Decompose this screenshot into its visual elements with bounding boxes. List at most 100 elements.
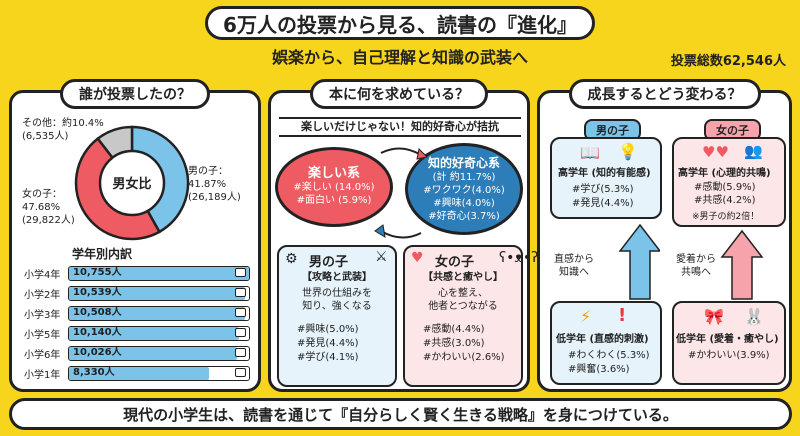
fun-tag-1: #楽しい (14.0%) [293,182,375,193]
grade-row: 小学3年 10,508人 [24,305,250,322]
book-icon: 📖 [580,143,600,162]
girl-growth-arrow-icon [720,229,764,300]
page-subtitle: 娯楽から、自己理解と知識の武装へ [271,48,528,67]
girl-high-tag-1: #感動(5.9%) [694,182,756,193]
book-icon [235,348,246,357]
girl-count: (29,822人) [22,215,75,226]
panel-growth: 成長するとどう変わる？ 男の子 女の子 📖 💡 高学年 (知的有能感) #学び(… [537,79,792,392]
grade-bar-track: 10,508人 [68,306,250,321]
panel-voters: 誰が投票したの？ 男女比 その他：約10.4% (6,535人) 男の子： 41… [9,79,261,392]
gender-donut-chart: 男女比 [74,125,190,241]
grade-value: 8,330人 [73,367,115,378]
girl-purpose-tag-3: #かわいい(2.6%) [423,352,505,363]
boy-purpose-sub: 【攻略と武装】 [302,272,372,283]
girl-high-tag-2: #共感(4.2%) [694,195,756,206]
book-icon [235,368,246,377]
cycle-arrows-icon [374,147,429,239]
panel-growth-title: 成長するとどう変わる？ [568,79,761,109]
grade-bar-fill [69,267,249,280]
boy-low-tag-1: #わくわく(5.3%) [568,350,650,361]
boy-purpose-desc-1: 世界の仕組みを [302,288,372,299]
boy-arrow-label: 直感から 知識へ [554,253,594,279]
boy-purpose-tag-1: #興味(5.0%) [297,324,359,335]
grade-bar-fill [69,327,239,340]
lightbulb-icon: 💡 [618,142,638,161]
boy-low-title: 低学年 (直感的刺激) [556,334,649,345]
grade-value: 10,508人 [73,307,122,318]
footer-text: 現代の小学生は、読書を通じて『自分らしく賢く生きる戦略』を身につけている。 [123,405,678,424]
grade-row: 小学6年 10,026人 [24,345,250,362]
grade-bar-track: 10,140人 [68,326,250,341]
curious-tag-1: #ワクワク(4.0%) [423,185,505,196]
boy-high-tag-2: #発見(4.4%) [572,198,634,209]
heart-icon: ♥ [411,250,424,266]
gear-icon: ⚙ [285,251,298,267]
grade-value: 10,026人 [73,347,122,358]
grade-value: 10,539人 [73,287,122,298]
girl-purpose-desc-2: 他者とつながる [428,301,498,312]
panel-purpose: 本に何を求めている？ 楽しいだけじゃない！知的好奇心が拮抗 楽しい系 #楽しい … [268,79,538,392]
curious-sub: (計 約11.7%) [432,172,496,183]
boy-low-card: ⚡ ! 低学年 (直感的刺激) #わくわく(5.3%) #興奮(3.6%) [550,301,662,385]
grade-label: 小学6年 [24,350,61,361]
boy-purpose-tag-2: #発見(4.4%) [297,338,359,349]
other-label: その他：約10.4% (6,535人) [22,117,104,143]
purpose-banner: 楽しいだけじゃない！知的好奇心が拮抗 [279,117,521,137]
boy-arrow-label-1: 直感から [554,254,594,265]
boy-high-card: 📖 💡 高学年 (知的有能感) #学び(5.3%) #発見(4.4%) [550,137,662,219]
boy-label: 男の子： 41.87% (26,189人) [188,165,241,204]
grade-title: 学年別内訳 [72,247,133,261]
boy-purpose-tag-3: #学び(4.1%) [297,352,359,363]
teddy-bear-icon: ʕ•ᴥ•ʔ [499,250,539,266]
curious-tag-3: #好奇心(3.7%) [428,211,500,222]
bunny-icon: 🐰 [744,307,764,326]
donut-center-label: 男女比 [112,176,151,192]
hearts-icon: ♥♥ [702,143,729,161]
other-count: (6,535人) [22,131,69,142]
girl-arrow-label: 愛着から 共鳴へ [676,253,716,279]
grade-label: 小学5年 [24,330,61,341]
grade-label: 小学1年 [24,370,61,381]
other-pct: その他：約10.4% [22,118,104,129]
boy-high-tag-1: #学び(5.3%) [572,184,634,195]
curious-title: 知的好奇心系 [427,156,500,170]
panel-purpose-title: 本に何を求めている？ [310,79,488,109]
grade-row: 小学5年 10,140人 [24,325,250,342]
grade-value: 10,755人 [73,267,122,278]
fun-title: 楽しい系 [307,166,360,181]
boy-count: (26,189人) [188,192,241,203]
people-icon: 👥 [744,142,763,160]
girl-purpose-card: ♥ 女の子 ʕ•ᴥ•ʔ 【共感と癒やし】 心を整え、 他者とつながる #感動(4… [403,245,538,387]
grade-label: 小学3年 [24,310,61,321]
grade-bar-track: 10,539人 [68,286,250,301]
girl-high-title: 高学年 (心理的共鳴) [678,168,771,179]
fun-bubble: 楽しい系 #楽しい (14.0%) #面白い (5.9%) [275,147,393,227]
boy-high-title: 高学年 (知的有能感) [558,168,651,179]
grade-bar-track: 8,330人 [68,366,250,381]
boy-pct: 41.87% [188,179,227,190]
boy-growth-arrow-icon [618,223,660,300]
exclamation-icon: ! [618,305,627,326]
grade-bar-fill [69,287,246,300]
boy-purpose-title: 男の子 [309,255,349,270]
page-title-text: 6万人の投票から見る、読書の『進化』 [223,12,577,37]
girl-arrow-label-1: 愛着から [676,254,716,265]
girl-purpose-tag-1: #感動(4.4%) [423,324,485,335]
page-title: 6万人の投票から見る、読書の『進化』 [205,6,595,40]
girl-purpose-desc-1: 心を整え、 [438,288,488,299]
book-icon [235,328,246,337]
girl-purpose-title: 女の子 [435,255,475,270]
grade-bar-fill [69,347,237,360]
grade-label: 小学2年 [24,290,61,301]
grade-bar-fill [69,307,245,320]
boy-purpose-card: ⚙ 男の子 ⚔ 【攻略と武装】 世界の仕組みを 知り、強くなる #興味(5.0%… [277,245,397,387]
boy-low-tag-2: #興奮(3.6%) [568,364,630,375]
girl-low-tag-1: #かわいい(3.9%) [688,350,770,361]
boy-purpose-desc-2: 知り、強くなる [302,301,372,312]
girl-low-card: 🎀 🐰 低学年 (愛着・癒やし) #かわいい(3.9%) [672,301,786,385]
girl-low-title: 低学年 (愛着・癒やし) [676,334,779,345]
grade-row: 小学2年 10,539人 [24,285,250,302]
grade-bar-fill [69,367,209,380]
book-icon [235,308,246,317]
